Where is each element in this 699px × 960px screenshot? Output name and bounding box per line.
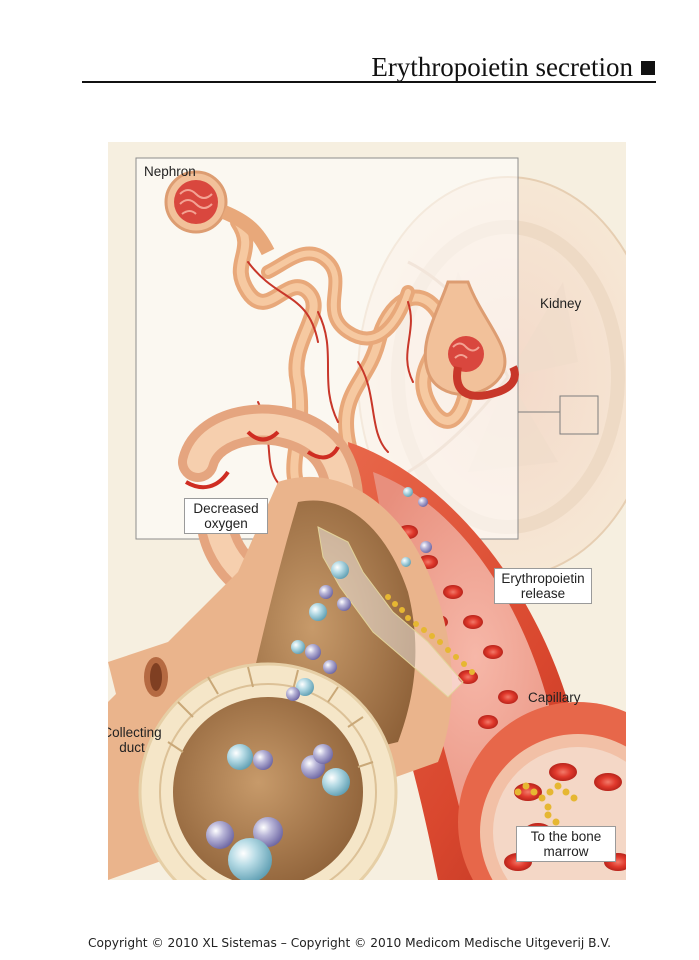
- glomerulus-left: [164, 170, 275, 256]
- kidney-label: Kidney: [540, 296, 582, 311]
- collecting-duct-label: Collecting duct: [108, 725, 162, 755]
- illustration-art: [108, 142, 626, 880]
- erythropoietin-release-label: Erythropoietin release: [494, 568, 592, 604]
- glomerulus-right: [423, 280, 519, 400]
- capillary-label: Capillary: [528, 690, 581, 705]
- nephron-label: Nephron: [144, 164, 196, 179]
- erythropoietin-illustration: Nephron Kidney Decreased oxygen Erythrop…: [108, 142, 626, 880]
- decreased-oxygen-label: Decreased oxygen: [184, 498, 268, 534]
- page-title: Erythropoietin secretion: [371, 52, 633, 82]
- copyright-footer: Copyright © 2010 XL Sistemas – Copyright…: [88, 936, 611, 950]
- erythropoietin-molecules: [385, 594, 578, 826]
- oxygen-molecules: [206, 487, 432, 880]
- to-bone-marrow-label: To the bone marrow: [516, 826, 616, 862]
- title-square-marker: [641, 61, 655, 75]
- title-rule: [82, 81, 656, 83]
